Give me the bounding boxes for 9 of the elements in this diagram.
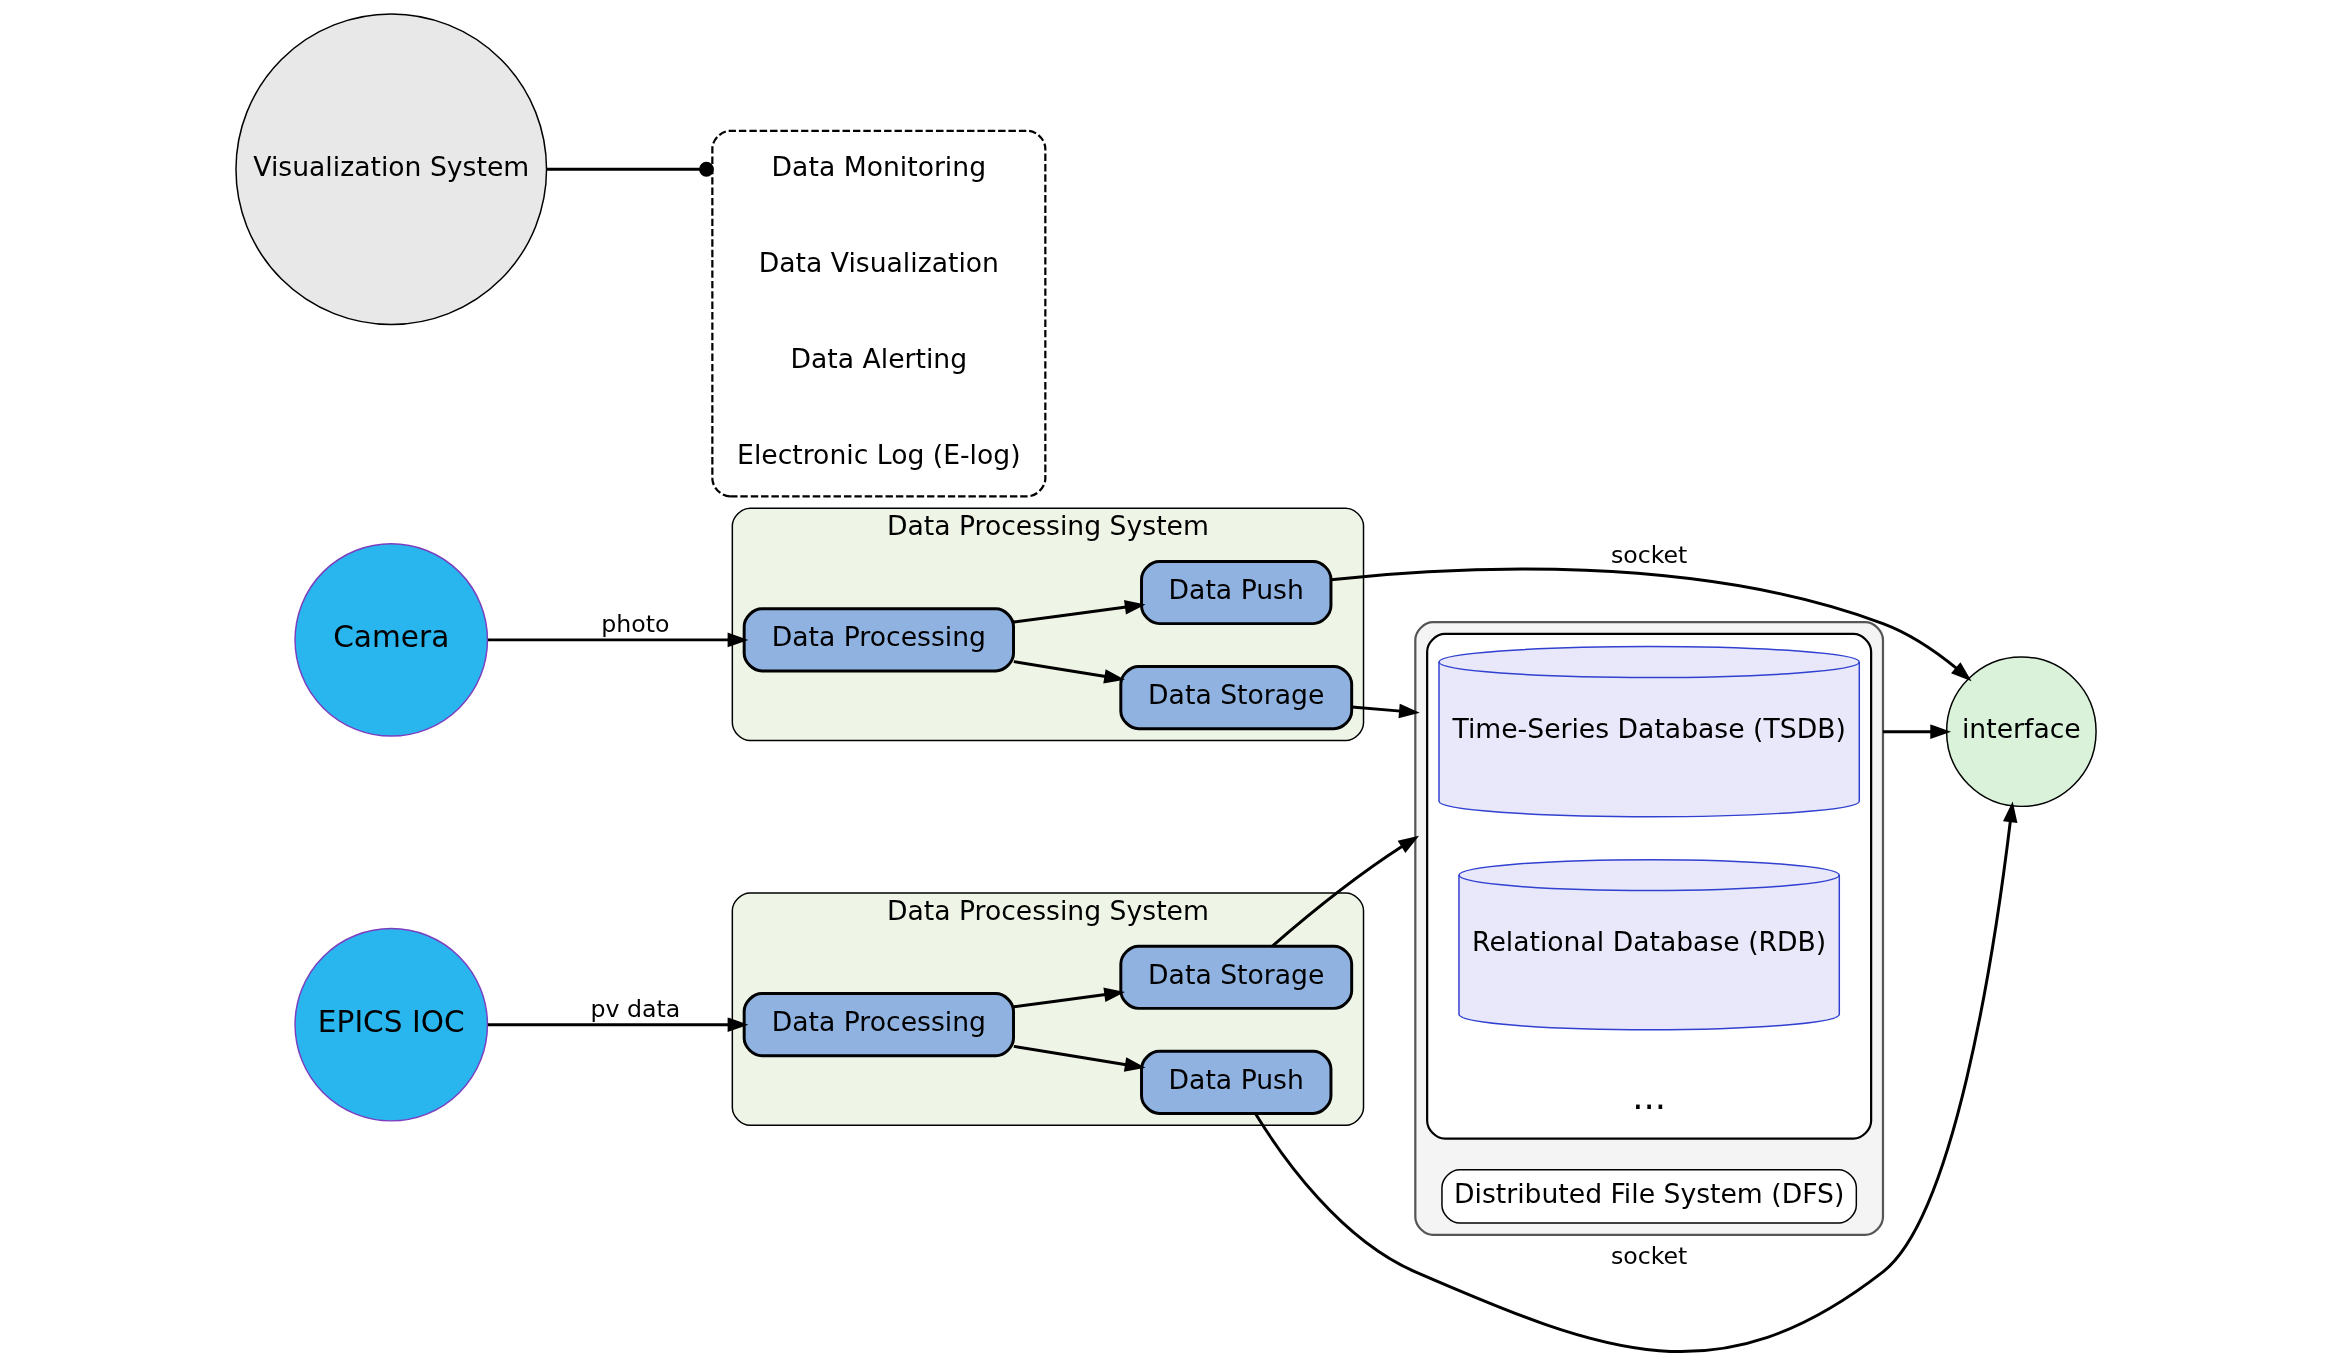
edge-label: photo [600, 610, 670, 639]
node-text: Electronic Log (E-log) [736, 439, 1021, 471]
edge-label: socket [1610, 540, 1687, 569]
edge-label: pv data [589, 994, 680, 1023]
node-text: Data Visualization [758, 246, 999, 278]
label: ... [1631, 1076, 1666, 1118]
edge-label: socket [1610, 1242, 1687, 1271]
node-text: Data Alerting [790, 343, 967, 375]
node-text: Data Monitoring [771, 150, 986, 182]
